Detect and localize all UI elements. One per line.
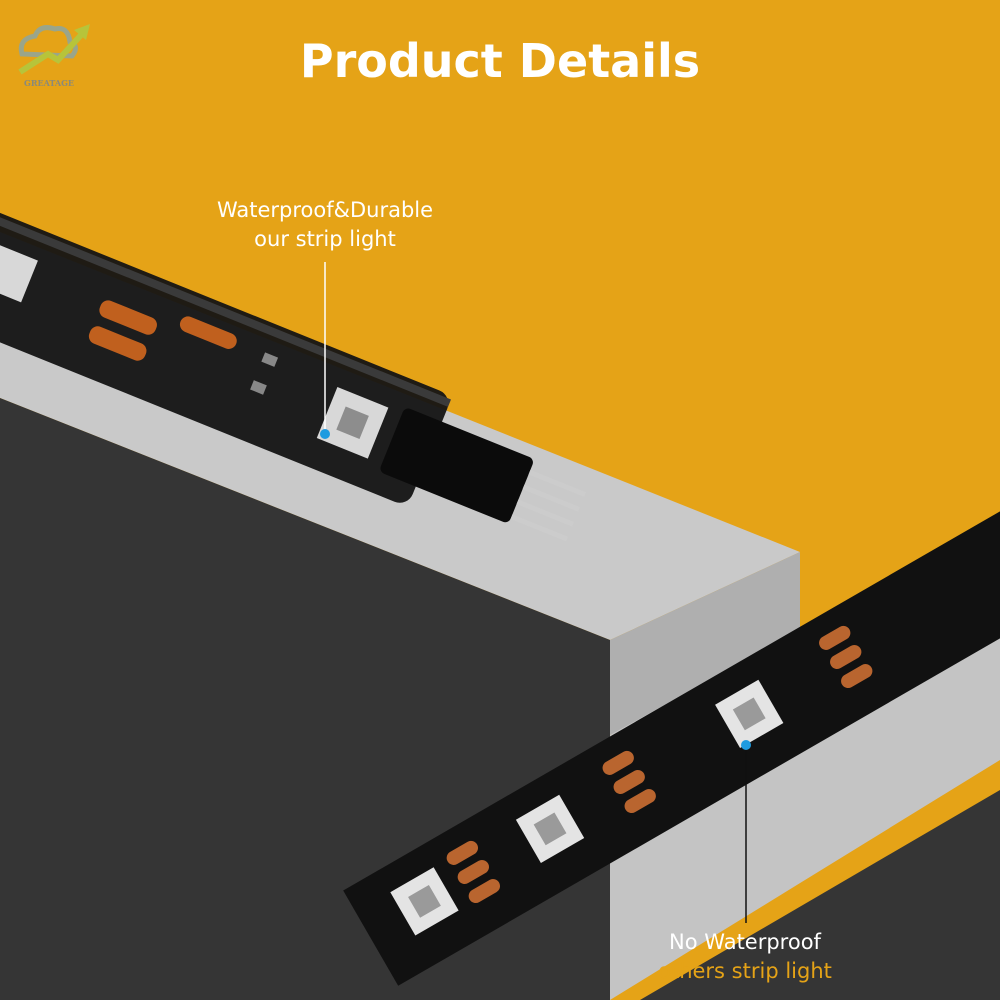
callout-ours-line2: our strip light xyxy=(254,227,396,251)
waterproof-strip xyxy=(0,204,587,542)
callout-ours-line1: Waterproof&Durable xyxy=(216,198,434,222)
non-waterproof-strip xyxy=(343,508,1000,986)
marker-dot-ours xyxy=(320,429,330,439)
page-title: Product Details xyxy=(299,34,701,88)
callout-others: No Waterproof others strip light xyxy=(620,928,870,986)
upper-ledge-side xyxy=(610,552,800,735)
brand-logo xyxy=(18,24,90,75)
marker-dot-others xyxy=(741,740,751,750)
brand-logo-text: GREATAGE xyxy=(24,78,74,88)
lower-step-front xyxy=(640,790,1000,1000)
callout-ours: Waterproof&Durable our strip light xyxy=(200,196,450,254)
callout-others-line2: others strip light xyxy=(658,959,832,983)
callout-others-line1: No Waterproof xyxy=(669,930,821,954)
